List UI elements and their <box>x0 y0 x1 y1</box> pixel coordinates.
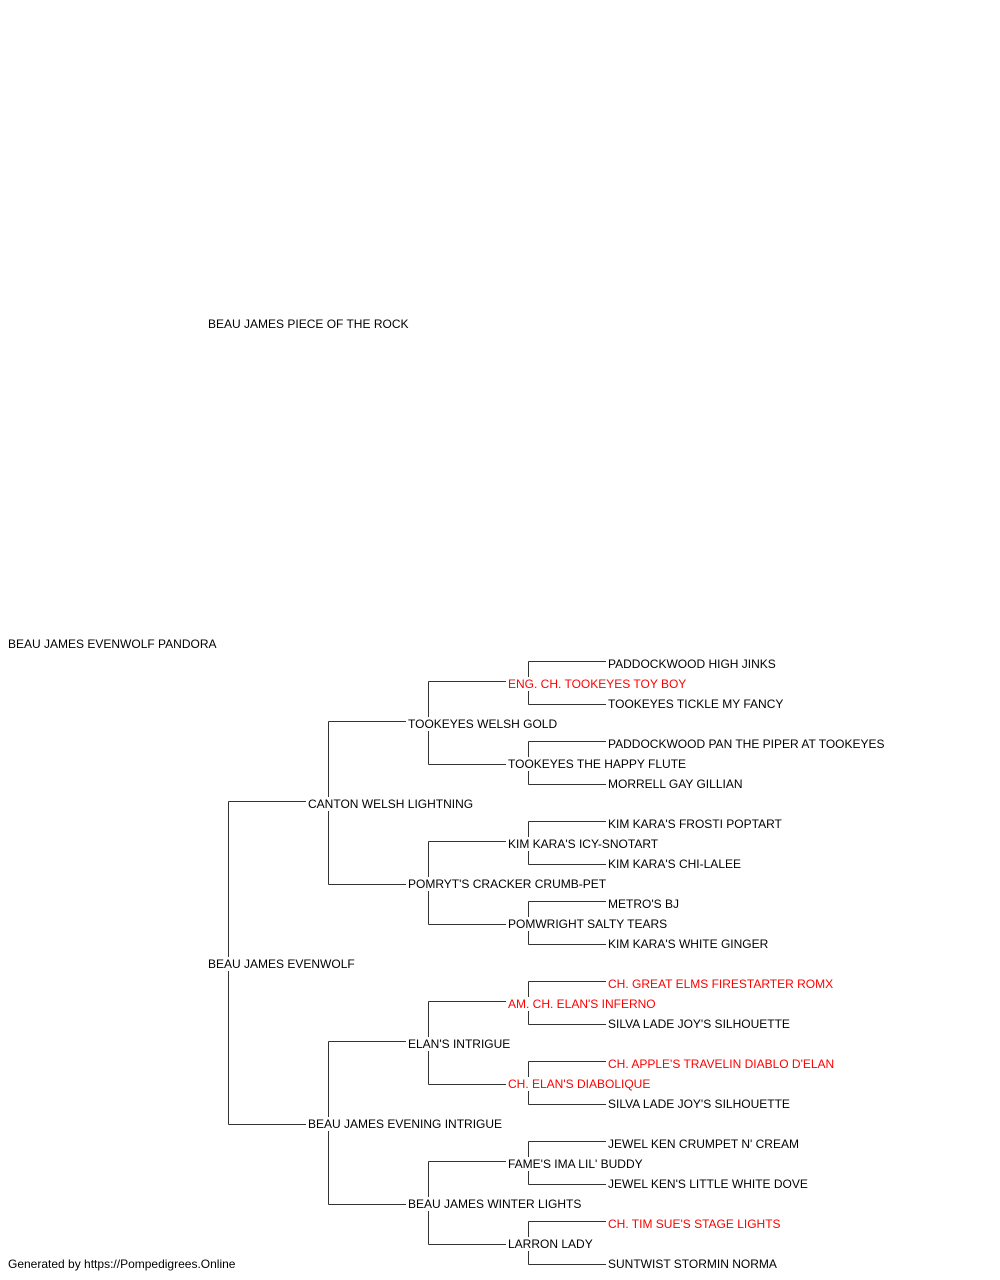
g4-ancestor-name: ENG. CH. TOOKEYES TOY BOY <box>508 677 689 691</box>
subject-name: BEAU JAMES EVENWOLF PANDORA <box>8 637 219 651</box>
g5-ancestor-name: SUNTWIST STORMIN NORMA <box>608 1257 779 1271</box>
g4-ancestor-name: POMWRIGHT SALTY TEARS <box>508 917 670 931</box>
dam-sire-dam-name: POMRYT'S CRACKER CRUMB-PET <box>408 877 609 891</box>
g5-ancestor-name: CH. APPLE'S TRAVELIN DIABLO D'ELAN <box>608 1057 837 1071</box>
g5-ancestor-name: PADDOCKWOOD HIGH JINKS <box>608 657 778 671</box>
g5-ancestor-name: PADDOCKWOOD PAN THE PIPER AT TOOKEYES <box>608 737 887 751</box>
g5-ancestor-name: JEWEL KEN CRUMPET N' CREAM <box>608 1137 801 1151</box>
g5-ancestor-name: JEWEL KEN'S LITTLE WHITE DOVE <box>608 1177 810 1191</box>
dam-dam-name: BEAU JAMES EVENING INTRIGUE <box>308 1117 505 1131</box>
g5-ancestor-name: SILVA LADE JOY'S SILHOUETTE <box>608 1097 792 1111</box>
g4-ancestor-name: CH. ELAN'S DIABOLIQUE <box>508 1077 653 1091</box>
g5-ancestor-name: KIM KARA'S FROSTI POPTART <box>608 817 784 831</box>
dam-sire-sire-name: TOOKEYES WELSH GOLD <box>408 717 560 731</box>
g5-ancestor-name: SILVA LADE JOY'S SILHOUETTE <box>608 1017 792 1031</box>
sire-name: BEAU JAMES PIECE OF THE ROCK <box>208 317 411 331</box>
g4-ancestor-name: FAME'S IMA LIL' BUDDY <box>508 1157 645 1171</box>
dam-name: BEAU JAMES EVENWOLF <box>208 957 357 971</box>
generated-by-footer: Generated by https://Pompedigrees.Online <box>8 1257 236 1271</box>
g5-ancestor-name: KIM KARA'S CHI-LALEE <box>608 857 743 871</box>
dam-sire-name: CANTON WELSH LIGHTNING <box>308 797 476 811</box>
g5-ancestor-name: MORRELL GAY GILLIAN <box>608 777 745 791</box>
g5-ancestor-name: CH. GREAT ELMS FIRESTARTER ROMX <box>608 977 836 991</box>
g4-ancestor-name: KIM KARA'S ICY-SNOTART <box>508 837 661 851</box>
g5-ancestor-name: KIM KARA'S WHITE GINGER <box>608 937 771 951</box>
g4-ancestor-name: TOOKEYES THE HAPPY FLUTE <box>508 757 689 771</box>
g4-ancestor-name: AM. CH. ELAN'S INFERNO <box>508 997 658 1011</box>
g4-ancestor-name: LARRON LADY <box>508 1237 595 1251</box>
dam-dam-dam-name: BEAU JAMES WINTER LIGHTS <box>408 1197 584 1211</box>
g5-ancestor-name: METRO'S BJ <box>608 897 681 911</box>
g5-ancestor-name: TOOKEYES TICKLE MY FANCY <box>608 697 786 711</box>
dam-dam-sire-name: ELAN'S INTRIGUE <box>408 1037 513 1051</box>
g5-ancestor-name: CH. TIM SUE'S STAGE LIGHTS <box>608 1217 783 1231</box>
